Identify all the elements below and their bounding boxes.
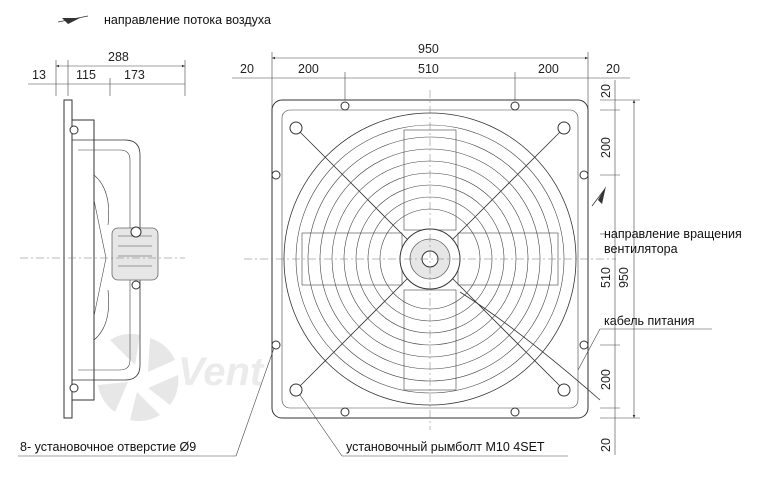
dim-left: 200 — [298, 62, 319, 76]
side-plate — [63, 99, 73, 419]
cable-label: кабель питания — [604, 314, 694, 328]
dim-c: 173 — [124, 68, 145, 82]
mount-hole-label: 8- установочное отверстие Ø9 — [20, 440, 196, 454]
mount-hole-icon — [579, 340, 589, 350]
callouts: направление вращения вентилятора кабель … — [18, 227, 742, 457]
mount-hole-icon — [510, 407, 520, 417]
mount-hole-icon — [579, 170, 589, 180]
dim-a: 13 — [32, 68, 46, 82]
eyebolt-label: установочный рымболт M10 4SET — [346, 440, 545, 454]
v-top: 200 — [599, 137, 613, 158]
airflow-legend: направление потока воздуха — [57, 13, 271, 27]
dim-center: 510 — [418, 62, 439, 76]
mount-hole-icon — [510, 101, 520, 111]
eyebolt-icon — [557, 383, 571, 397]
strut — [299, 131, 409, 241]
rotation-label-line2: вентилятора — [604, 242, 678, 256]
watermark-logo: Vent — [98, 333, 265, 422]
side-view: 288 13 115 173 — [20, 50, 186, 419]
v-center: 510 — [599, 267, 613, 288]
dim-right: 200 — [538, 62, 559, 76]
dim-margin-right: 20 — [606, 62, 620, 76]
dim-b: 115 — [76, 68, 96, 82]
dim-total: 288 — [108, 50, 129, 64]
eyebolt-icon — [289, 121, 303, 135]
dim-height: 950 — [617, 267, 631, 288]
mount-hole-icon — [271, 340, 281, 350]
dim-width: 950 — [418, 42, 439, 56]
v-bottom-margin: 20 — [599, 438, 613, 452]
v-top-margin: 20 — [599, 84, 613, 98]
airflow-arrow-head-icon — [62, 18, 80, 24]
eyebolt-icon — [289, 383, 303, 397]
v-bottom: 200 — [599, 369, 613, 390]
watermark-text: Vent — [178, 350, 265, 394]
dim-margin-left: 20 — [240, 62, 254, 76]
strut — [299, 277, 409, 387]
power-cable — [459, 291, 601, 401]
mounting-holes — [271, 101, 589, 417]
eyebolt-icon — [557, 121, 571, 135]
mount-hole-icon — [340, 101, 350, 111]
rotation-label-line1: направление вращения — [604, 227, 742, 241]
mount-hole-icon — [271, 170, 281, 180]
strut — [451, 277, 561, 387]
strut — [451, 131, 561, 241]
airflow-label: направление потока воздуха — [104, 13, 271, 27]
rotation-arrow-icon — [591, 189, 605, 207]
mount-hole-icon — [340, 407, 350, 417]
side-guard-edge — [71, 119, 95, 401]
front-view: 950 20 200 510 200 20 — [232, 42, 640, 455]
